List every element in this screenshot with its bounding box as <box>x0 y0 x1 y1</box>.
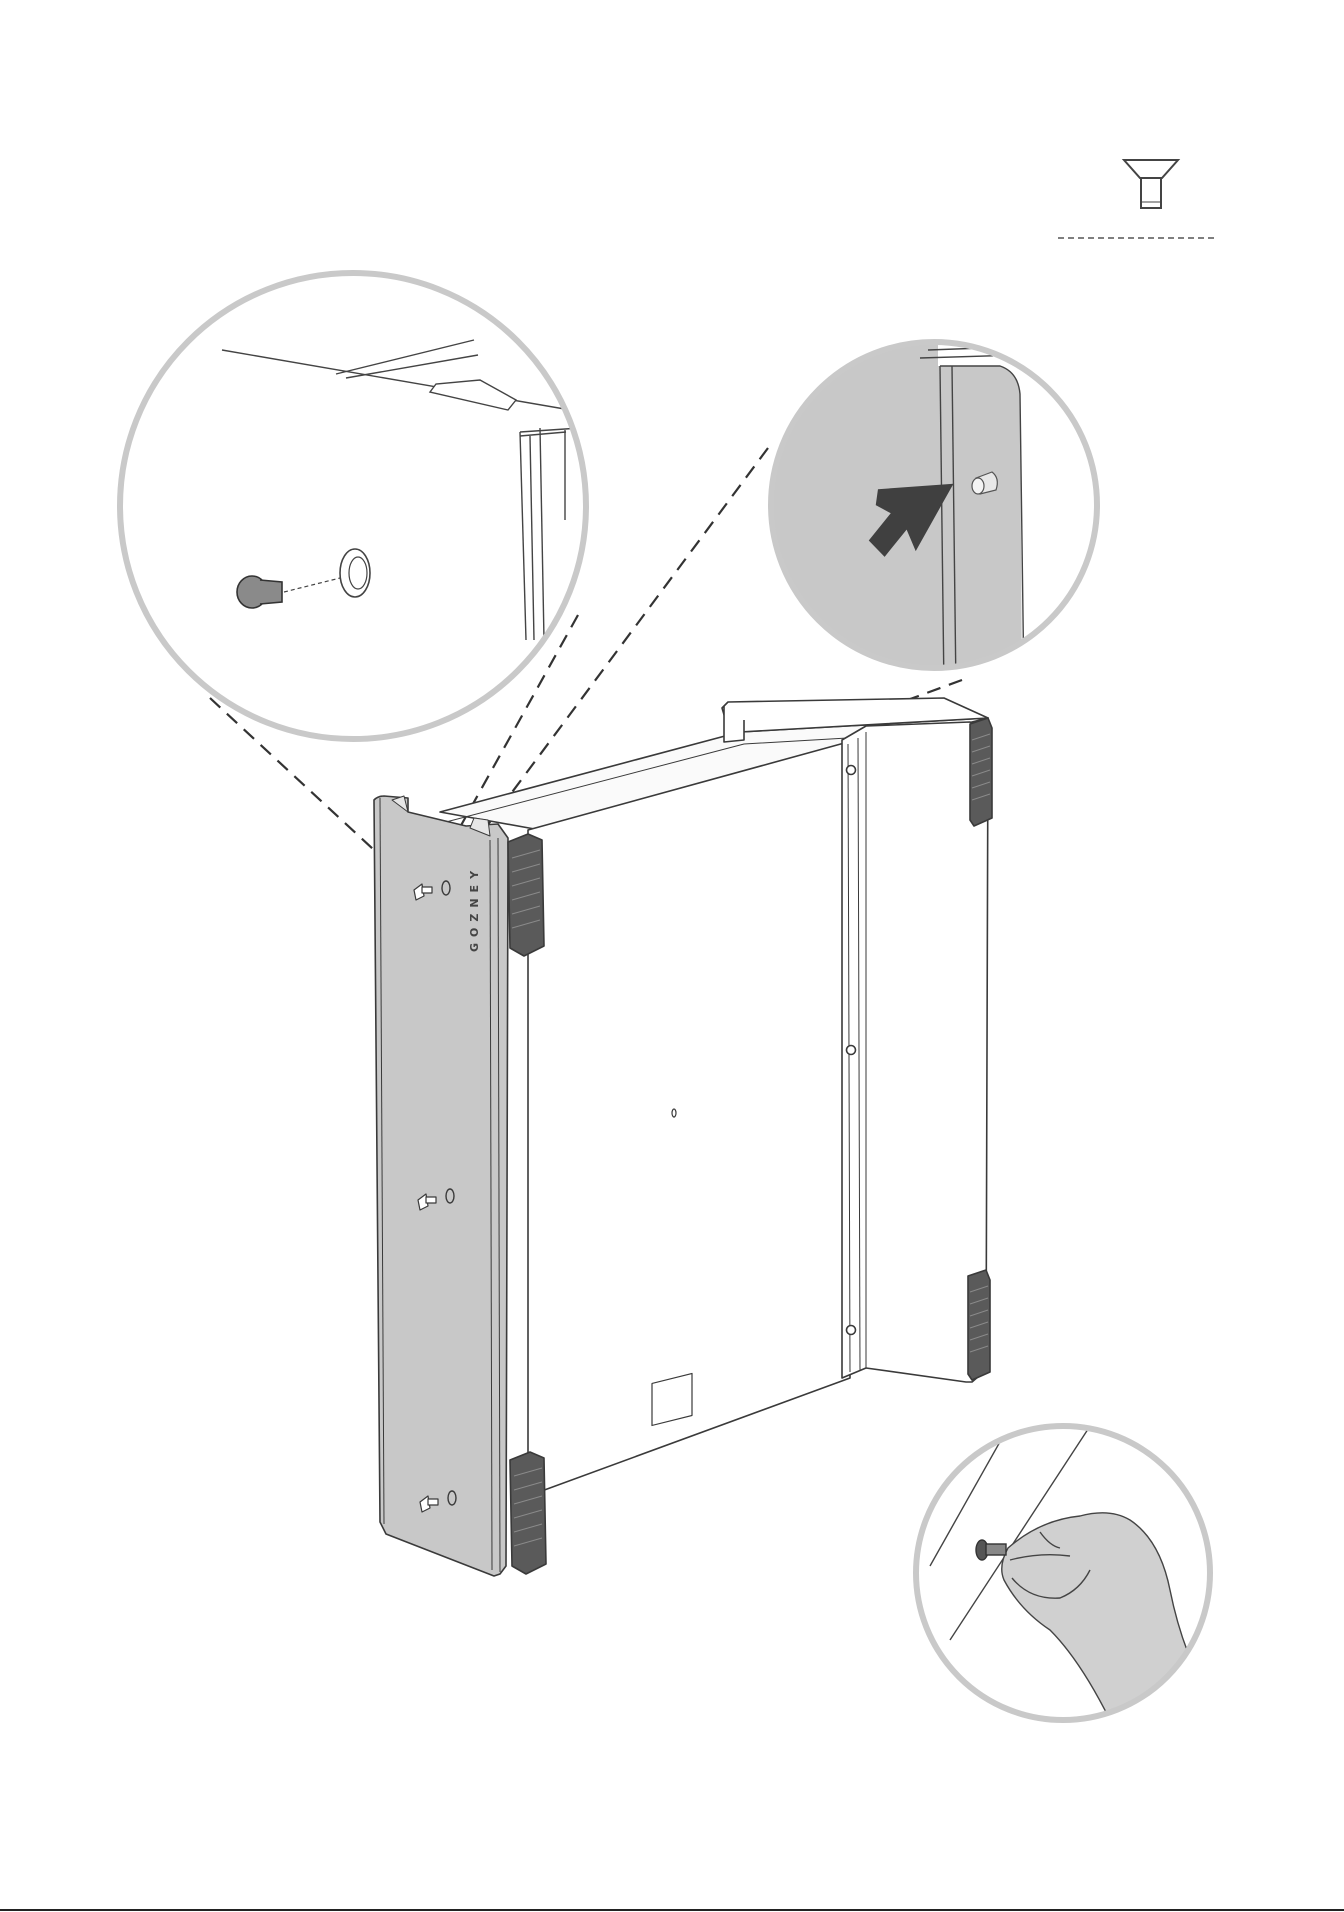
countersunk-screw-icon <box>1124 160 1178 208</box>
front-panel: GOZNEY <box>374 796 546 1576</box>
callout-screw-alignment <box>117 270 589 742</box>
brand-text: GOZNEY <box>468 865 481 952</box>
front-foot-top <box>508 834 544 956</box>
parts-legend <box>1058 160 1218 238</box>
right-bracket <box>842 722 988 1382</box>
right-foot-top <box>970 718 992 826</box>
main-unit: GOZNEY <box>374 698 992 1576</box>
front-foot-bottom <box>510 1452 546 1574</box>
callout-pin-location <box>760 330 1140 690</box>
callout-hand-insert <box>913 1420 1213 1723</box>
right-foot-bottom <box>968 1270 990 1380</box>
